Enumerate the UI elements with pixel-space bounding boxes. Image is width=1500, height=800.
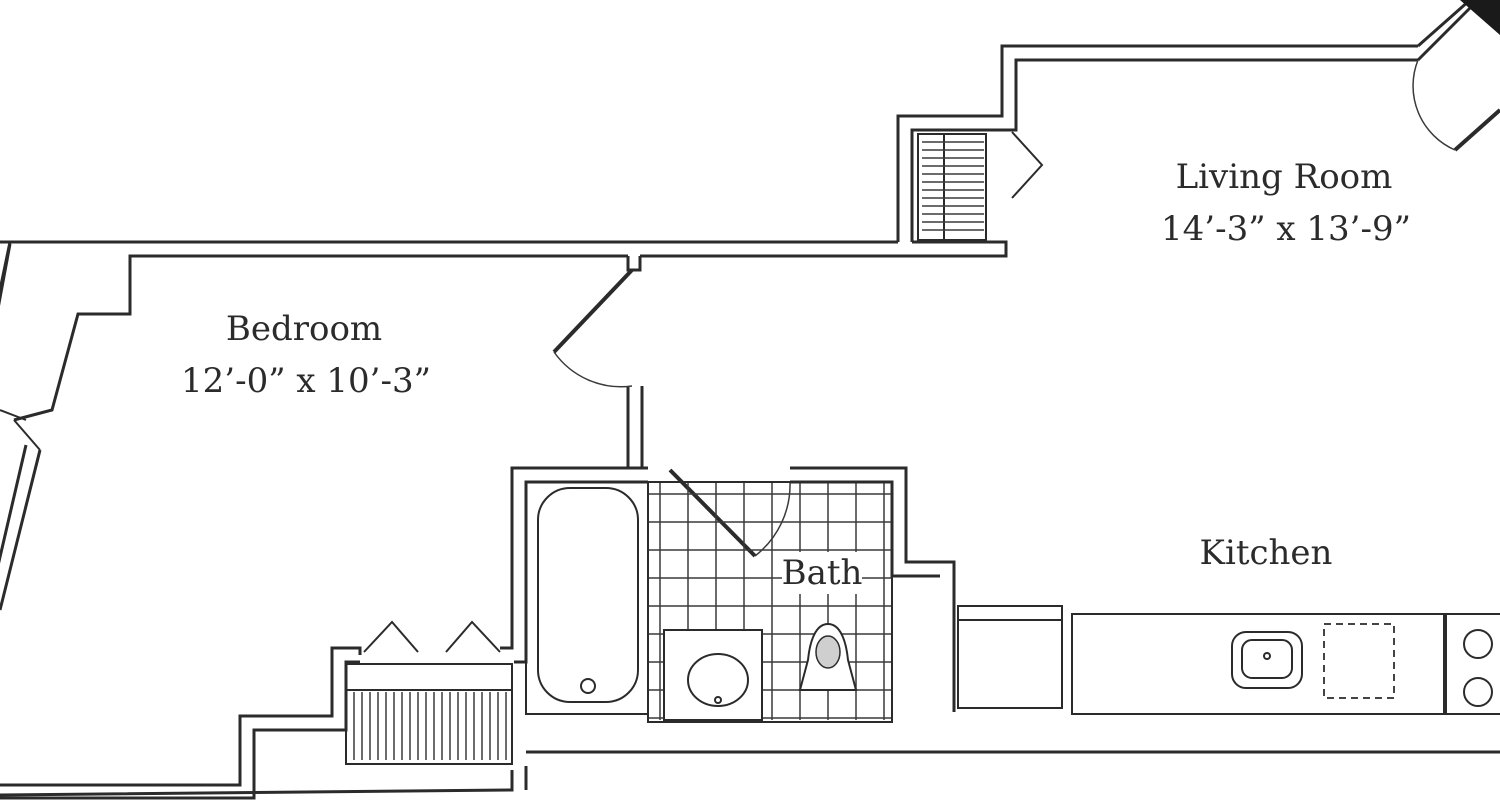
range xyxy=(1445,613,1500,715)
bath-name: Bath xyxy=(782,553,863,593)
bathtub xyxy=(537,487,639,703)
corner-block xyxy=(1460,0,1500,35)
living-room-dimensions: 14’-3” x 13’-9” xyxy=(1161,209,1411,249)
kitchen-area xyxy=(957,605,1500,715)
bedroom-dimensions: 12’-0” x 10’-3” xyxy=(181,361,431,401)
entry-door xyxy=(1453,108,1500,152)
bedroom-door xyxy=(552,268,634,354)
bedroom-closet xyxy=(345,620,513,765)
bath-area xyxy=(525,481,893,723)
bedroom-name: Bedroom xyxy=(226,309,382,349)
interior-walls xyxy=(552,256,791,558)
living-closet xyxy=(917,131,1044,241)
kitchen-name: Kitchen xyxy=(1200,533,1333,573)
bath-sink xyxy=(687,653,749,707)
living-room-name: Living Room xyxy=(1176,157,1393,197)
bath-door xyxy=(668,468,757,558)
